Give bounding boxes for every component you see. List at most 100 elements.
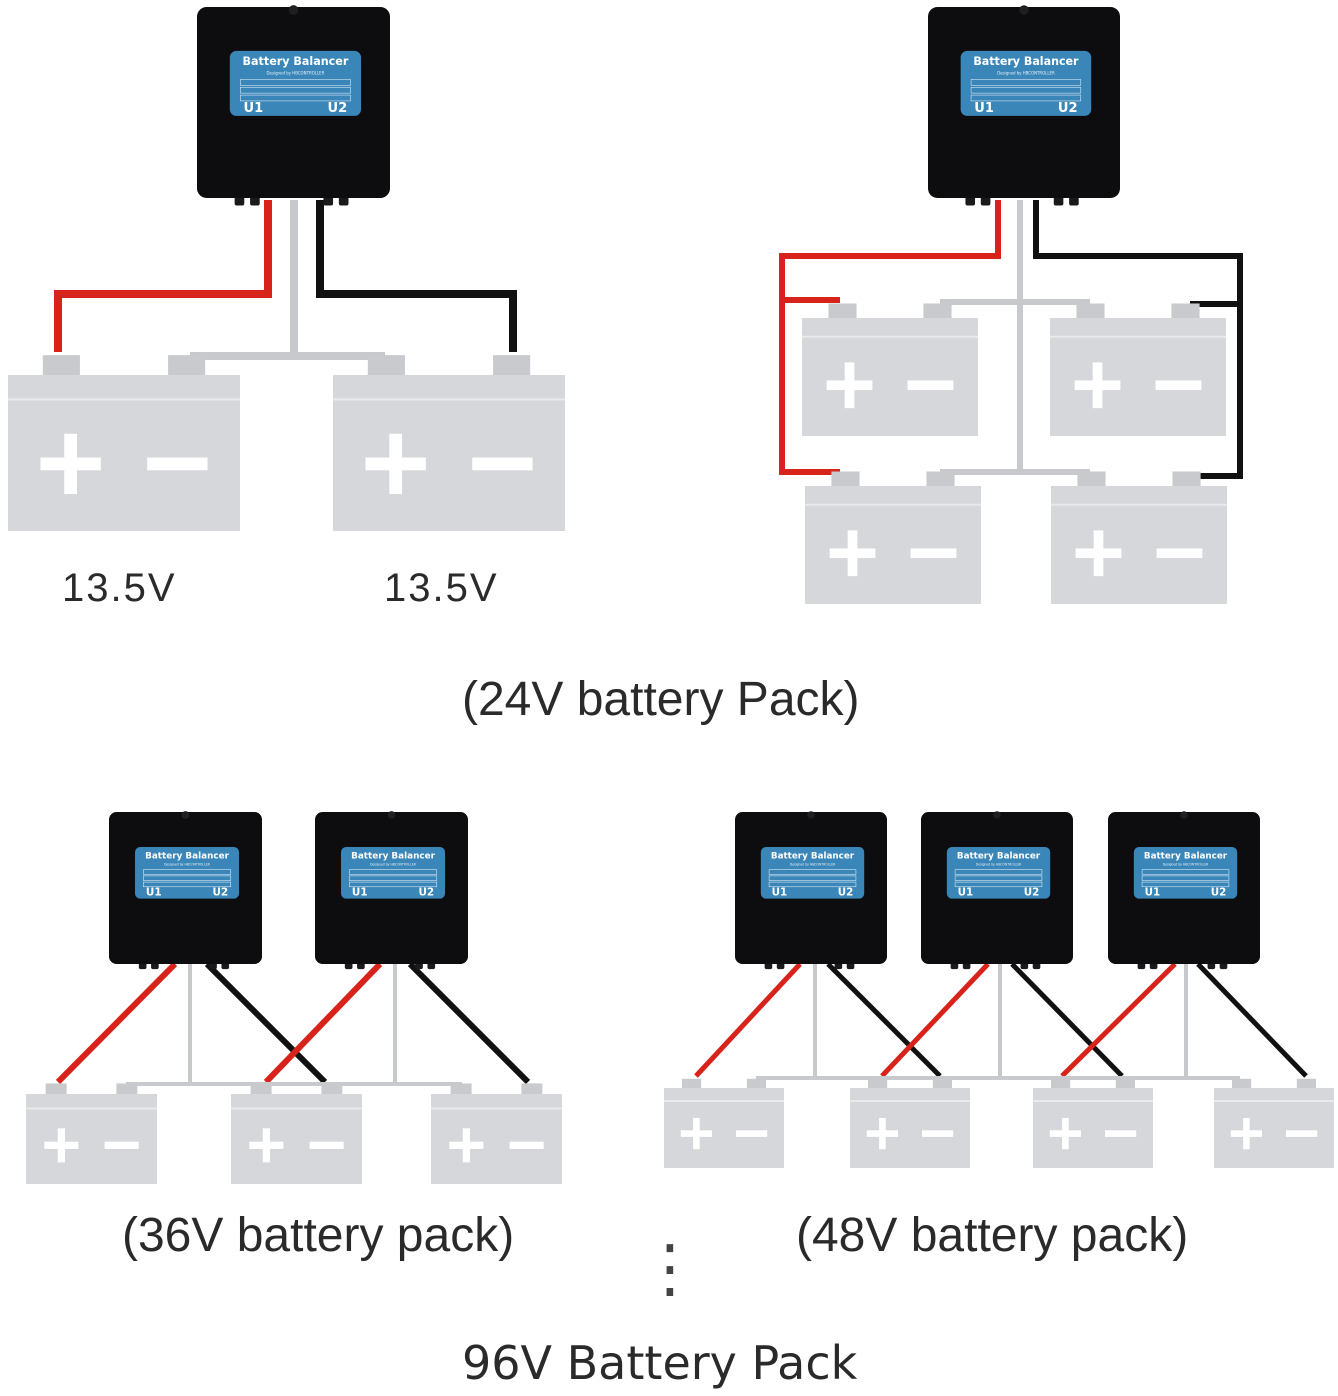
battery-body: [333, 375, 565, 531]
balancer-port-u1: U1: [974, 101, 994, 116]
batteries-layer: [8, 303, 1334, 1184]
caption-24v-pack: (24V battery Pack): [462, 673, 860, 726]
wires-layer: [54, 200, 1308, 1086]
balancer-port-u1: U1: [1145, 887, 1161, 899]
balancer-screw-top: [1180, 811, 1188, 819]
battery-lid-line: [805, 503, 981, 506]
balancer-label-panel: [341, 846, 446, 899]
battery-terminal-positive: [367, 355, 405, 377]
balancer-spec-row: [349, 875, 438, 881]
balancer-spec-row: [954, 869, 1043, 875]
wire-positive: [55, 961, 178, 1085]
plus-icon: [866, 1118, 898, 1150]
battery-terminal-negative: [1296, 1078, 1316, 1090]
balancer-spec-row: [240, 94, 351, 102]
battery-voltage-label-left: 13.5V: [62, 566, 177, 610]
caption-48v-pack: (48V battery pack): [796, 1209, 1189, 1262]
balancer-port-u2: U2: [212, 887, 228, 899]
battery-terminal-negative: [1115, 1078, 1135, 1090]
minus-icon: [509, 1141, 544, 1149]
balancer-spec-row: [768, 869, 857, 875]
battery-body: [8, 375, 240, 531]
battery-lid-line: [26, 1107, 157, 1110]
battery-terminal-negative: [321, 1083, 343, 1096]
balancer-spec-row: [349, 881, 438, 888]
battery-terminal-negative: [926, 471, 955, 488]
minus-icon: [910, 548, 957, 559]
battery-terminal-positive: [42, 355, 80, 377]
balancer-label-title: Battery Balancer: [351, 851, 435, 861]
balancer-spec-row: [143, 869, 232, 875]
balancer-label-panel: [960, 50, 1092, 116]
battery-terminal-positive: [1076, 303, 1105, 320]
wire-positive: [263, 961, 383, 1085]
caption-36v-pack: (36V battery pack): [122, 1209, 515, 1262]
plus-icon: [826, 362, 873, 409]
battery-lid-line: [333, 398, 565, 401]
battery-lid-line: [231, 1107, 362, 1110]
balancer-screw-top: [1019, 5, 1029, 15]
balancer-label-subtitle: Designed by HBCONTROLLER: [267, 70, 325, 75]
plus-icon: [449, 1128, 484, 1163]
balancer-label-panel: [946, 846, 1051, 899]
battery-voltage-label-right: 13.5V: [384, 566, 499, 610]
balancer-port-u1: U1: [958, 887, 974, 899]
balancer-spec-row: [1141, 881, 1230, 888]
wire-positive: [1060, 962, 1177, 1078]
balancer-label-title: Battery Balancer: [973, 55, 1079, 68]
wire-negative: [826, 962, 942, 1078]
balancer-screw-top: [181, 811, 190, 819]
battery-terminal-positive: [828, 303, 857, 320]
balancer-spec-row: [143, 881, 232, 888]
battery-lid-line: [802, 335, 978, 338]
battery-terminal-negative: [168, 355, 206, 377]
wire-negative: [1010, 962, 1124, 1078]
battery-terminal-negative: [521, 1083, 543, 1096]
battery-terminal-positive: [831, 471, 860, 488]
wire-negative: [316, 200, 517, 352]
battery-lid-line: [1214, 1100, 1334, 1102]
balancer-label-title: Battery Balancer: [1144, 851, 1228, 861]
balancer-screw-top: [387, 811, 396, 819]
balancer-label-panel: [229, 50, 362, 116]
battery-lid-line: [8, 398, 240, 401]
battery-terminal-positive: [450, 1083, 472, 1096]
battery-48v-b: [850, 1078, 970, 1168]
plus-icon: [680, 1118, 712, 1150]
balancer-label-subtitle: Designed by HBCONTROLLER: [370, 863, 417, 867]
minus-icon: [736, 1130, 768, 1137]
plus-icon: [1230, 1118, 1262, 1150]
battery-terminal-negative: [1171, 303, 1200, 320]
balancer-port-u1: U1: [146, 887, 162, 899]
plus-icon: [1049, 1118, 1081, 1150]
battery-24v-sp-c: [805, 471, 981, 604]
battery-lid-line: [850, 1100, 970, 1102]
battery-48v-c: [1033, 1078, 1153, 1168]
balancer-spec-row: [240, 86, 351, 94]
battery-terminal-negative: [1172, 471, 1201, 488]
minus-icon: [1155, 380, 1202, 391]
wire-negative: [204, 961, 328, 1085]
battery-terminal-negative: [493, 355, 531, 377]
balancer-label-panel: [1133, 846, 1238, 899]
battery-24v-sp-b: [1050, 303, 1226, 436]
balancer-port-u2: U2: [1024, 887, 1040, 899]
minus-icon: [1105, 1130, 1137, 1137]
battery-24v-sp-a: [802, 303, 978, 436]
balancer-port-u1: U1: [244, 101, 264, 116]
plus-icon: [829, 530, 876, 577]
balancer-port-u1: U1: [772, 887, 788, 899]
minus-icon: [147, 457, 208, 471]
balancer-screw-top: [807, 811, 815, 819]
plus-icon: [365, 433, 426, 495]
minus-icon: [922, 1130, 954, 1137]
wire-negative: [1033, 200, 1243, 479]
plus-icon: [1075, 530, 1122, 577]
battery-terminal-negative: [746, 1078, 766, 1090]
balancer-screw-top: [288, 5, 299, 15]
